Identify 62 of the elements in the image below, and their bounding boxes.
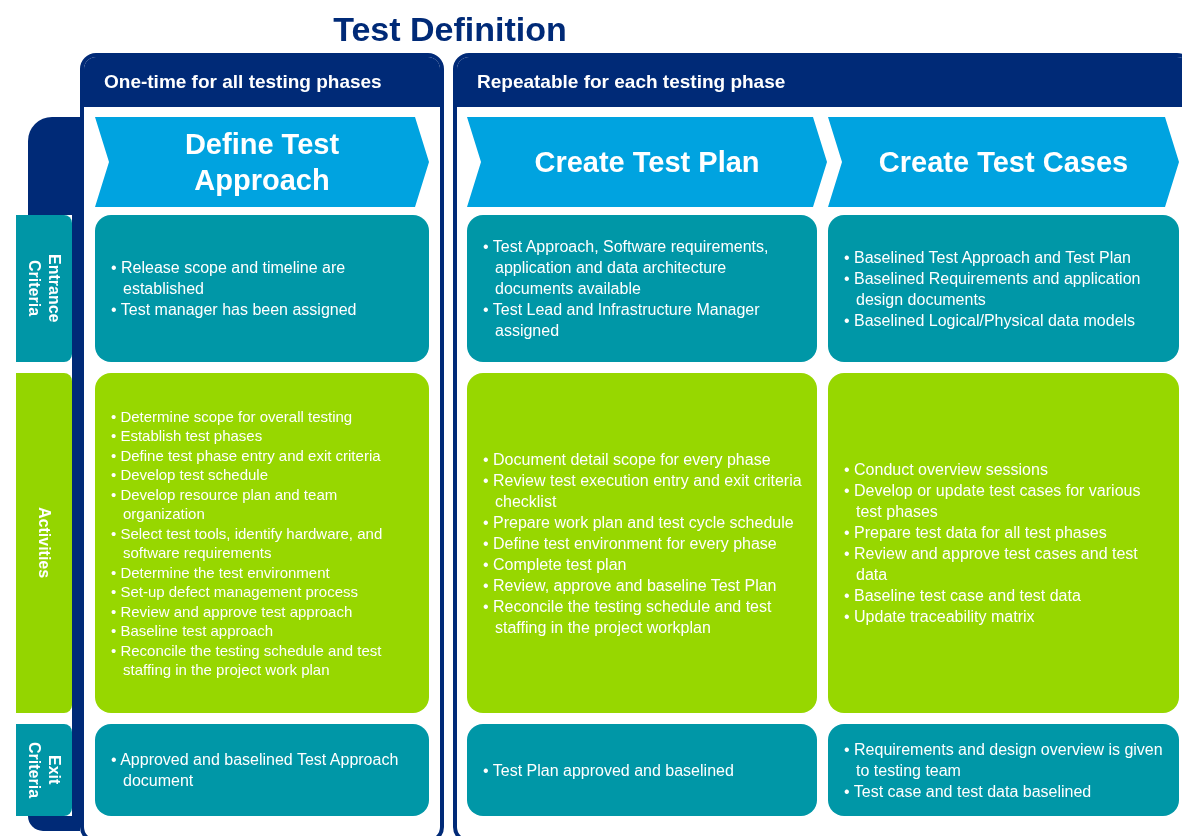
activities-box xyxy=(828,373,1179,713)
chevron-banner xyxy=(828,117,1179,207)
bullet-item: • Reconcile the testing schedule and test staffing in the project work plan xyxy=(111,640,383,680)
bullet-item: • Baselined Test Approach and Test Plan xyxy=(844,247,1132,268)
bullet-item: • Test case and test data baselined xyxy=(844,781,1093,802)
criteria-box xyxy=(828,724,1179,816)
bullet-item: • Baselined Requirements and application design documents xyxy=(844,268,1142,310)
activities-box xyxy=(467,373,817,713)
bullet-item: • Review and approve test approach xyxy=(111,601,354,621)
side-band xyxy=(28,117,80,215)
activities-box xyxy=(95,373,429,713)
row-label: Entrance Criteria xyxy=(25,253,64,325)
diagram-title: Test Definition xyxy=(332,9,568,50)
chevron-banner xyxy=(467,117,827,207)
column-header: Repeatable for each testing phase xyxy=(457,57,1182,107)
bullet-item: • Develop test schedule xyxy=(111,465,269,485)
column-panel xyxy=(80,53,444,836)
row-label-tab xyxy=(16,373,72,713)
bullet-item: • Develop or update test cases for various test phases xyxy=(844,481,1142,522)
bullet-item: • Reconcile the testing schedule and test staffing in the project workplan xyxy=(483,596,773,638)
bullet-item: • Determine scope for overall testing xyxy=(111,406,354,426)
criteria-box xyxy=(828,215,1179,362)
bullet-item: • Baseline test approach xyxy=(111,621,275,641)
bullet-item: • Test Approach, Software requirements, application and data architecture documents available xyxy=(483,237,770,299)
bullet-item: • Define test phase entry and exit criteria xyxy=(111,445,382,465)
criteria-box xyxy=(467,215,817,362)
bullet-item: • Determine the test environment xyxy=(111,562,331,582)
phase-title: Create Test Plan xyxy=(533,145,761,180)
bullet-item: • Conduct overview sessions xyxy=(844,460,1049,480)
row-label: Exit Criteria xyxy=(25,741,64,801)
bullet-item: • Complete test plan xyxy=(483,554,628,575)
bullet-item: • Define test environment for every phase xyxy=(483,533,778,554)
column-panel xyxy=(453,53,1182,836)
bullet-item: • Develop resource plan and team organization xyxy=(111,484,339,524)
bullet-item: • Prepare work plan and test cycle schedule xyxy=(483,512,795,533)
bullet-item: • Document detail scope for every phase xyxy=(483,449,772,470)
bullet-item: • Release scope and timeline are established xyxy=(111,258,347,299)
bullet-item: • Requirements and design overview is given to testing team xyxy=(844,739,1164,781)
criteria-box xyxy=(467,724,817,816)
bullet-item: • Set-up defect management process xyxy=(111,582,360,602)
bullet-item: • Test manager has been assigned xyxy=(111,300,358,320)
criteria-box xyxy=(95,215,429,362)
row-label: Activities xyxy=(35,507,54,579)
bullet-item: • Review and approve test cases and test data xyxy=(844,544,1139,585)
bullet-item: • Baseline test case and test data xyxy=(844,586,1082,606)
row-label-tab xyxy=(16,215,72,362)
bullet-item: • Approved and baselined Test Approach document xyxy=(111,750,400,791)
criteria-box xyxy=(95,724,429,816)
phase-title: Create Test Cases xyxy=(877,145,1130,180)
bullet-item: • Review test execution entry and exit criteria checklist xyxy=(483,470,803,512)
bullet-item: • Prepare test data for all test phases xyxy=(844,523,1108,543)
bullet-item: • Baselined Logical/Physical data models xyxy=(844,310,1137,331)
bullet-item: • Test Plan approved and baselined xyxy=(483,760,735,781)
bullet-item: • Review, approve and baseline Test Plan xyxy=(483,575,778,596)
bullet-item: • Test Lead and Infrastructure Manager assigned xyxy=(483,300,761,341)
column-header: One-time for all testing phases xyxy=(84,57,440,107)
bullet-item: • Update traceability matrix xyxy=(844,607,1036,627)
bullet-item: • Establish test phases xyxy=(111,426,264,446)
phase-title: Define Test Approach xyxy=(183,127,341,198)
bullet-item: • Select test tools, identify hardware, and software requirements xyxy=(111,523,384,563)
chevron-banner xyxy=(95,117,429,207)
row-label-tab xyxy=(16,724,72,816)
